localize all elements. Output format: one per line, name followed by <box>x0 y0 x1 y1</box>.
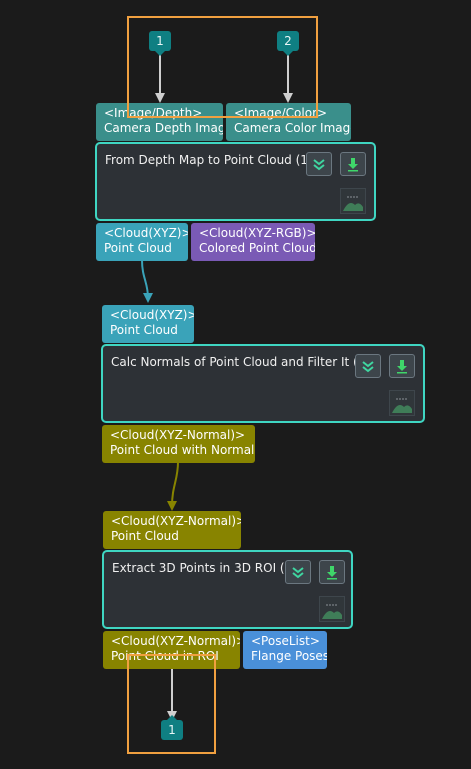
port-name: Colored Point Cloud <box>199 241 315 255</box>
input-marker-1[interactable]: 1 <box>149 31 171 56</box>
port-point-cloud-with-normals-out[interactable]: <Cloud(XYZ-Normal)> Point Cloud with Nor… <box>102 425 255 463</box>
port-name: Point Cloud <box>110 323 178 337</box>
port-point-cloud-out[interactable]: <Cloud(XYZ)> Point Cloud <box>96 223 188 261</box>
port-type: <Cloud(XYZ-Normal)> <box>110 428 246 442</box>
collapse-button[interactable] <box>306 152 332 176</box>
port-point-cloud-normal-in[interactable]: <Cloud(XYZ-Normal)> Point Cloud <box>103 511 241 549</box>
download-button[interactable] <box>389 354 415 378</box>
port-type: <Image/Depth> <box>104 106 203 120</box>
node-title: Extract 3D Points in 3D ROI (1) <box>112 561 297 575</box>
node-depth-to-point-cloud[interactable]: From Depth Map to Point Cloud (1) <box>95 142 376 221</box>
chevron-double-down-icon <box>362 361 374 373</box>
port-name: Camera Depth Image <box>104 121 223 135</box>
download-button[interactable] <box>319 560 345 584</box>
chevron-double-down-icon <box>313 159 325 171</box>
port-camera-depth-image[interactable]: <Image/Depth> Camera Depth Image <box>96 103 223 141</box>
port-flange-poses-out[interactable]: <PoseList> Flange Poses <box>243 631 327 669</box>
download-arrow-icon <box>327 566 337 580</box>
port-type: <Cloud(XYZ-RGB)> <box>199 226 315 240</box>
chevron-double-down-icon <box>292 567 304 579</box>
port-point-cloud-in[interactable]: <Cloud(XYZ)> Point Cloud <box>102 305 194 343</box>
download-arrow-icon <box>397 360 407 374</box>
landscape-image-icon <box>343 196 363 211</box>
node-title: Calc Normals of Point Cloud and Filter I… <box>111 355 371 369</box>
preview-image-button[interactable] <box>340 188 366 214</box>
download-button[interactable] <box>340 152 366 176</box>
port-name: Point Cloud <box>111 529 179 543</box>
download-arrow-icon <box>348 158 358 172</box>
preview-image-button[interactable] <box>389 390 415 416</box>
wire-normals-extract <box>167 461 179 511</box>
port-name: Flange Poses <box>251 649 327 663</box>
port-type: <Image/Color> <box>234 106 328 120</box>
port-type: <Cloud(XYZ)> <box>104 226 188 240</box>
output-marker-1-label: 1 <box>168 723 176 737</box>
input-marker-2-label: 2 <box>284 34 292 48</box>
wire-cloud-normals <box>141 259 153 303</box>
input-marker-1-label: 1 <box>156 34 164 48</box>
port-point-cloud-in-roi-out[interactable]: <Cloud(XYZ-Normal)> Point Cloud in ROI <box>103 631 240 669</box>
node-calc-normals[interactable]: Calc Normals of Point Cloud and Filter I… <box>101 344 425 423</box>
port-camera-color-image[interactable]: <Image/Color> Camera Color Image <box>226 103 351 141</box>
node-title: From Depth Map to Point Cloud (1) <box>105 153 313 167</box>
port-name: Point Cloud with Normals <box>110 443 255 457</box>
port-colored-point-cloud-out[interactable]: <Cloud(XYZ-RGB)> Colored Point Cloud <box>191 223 315 261</box>
port-type: <PoseList> <box>251 634 320 648</box>
node-extract-3d-points[interactable]: Extract 3D Points in 3D ROI (1) <box>102 550 353 629</box>
landscape-image-icon <box>322 604 342 619</box>
port-type: <Cloud(XYZ-Normal)> <box>111 634 240 648</box>
input-marker-2[interactable]: 2 <box>277 31 299 56</box>
collapse-button[interactable] <box>355 354 381 378</box>
port-name: Point Cloud in ROI <box>111 649 219 663</box>
landscape-image-icon <box>392 398 412 413</box>
port-type: <Cloud(XYZ-Normal)> <box>111 514 241 528</box>
output-marker-1[interactable]: 1 <box>161 715 183 740</box>
port-name: Camera Color Image <box>234 121 351 135</box>
preview-image-button[interactable] <box>319 596 345 622</box>
port-type: <Cloud(XYZ)> <box>110 308 194 322</box>
collapse-button[interactable] <box>285 560 311 584</box>
port-name: Point Cloud <box>104 241 172 255</box>
